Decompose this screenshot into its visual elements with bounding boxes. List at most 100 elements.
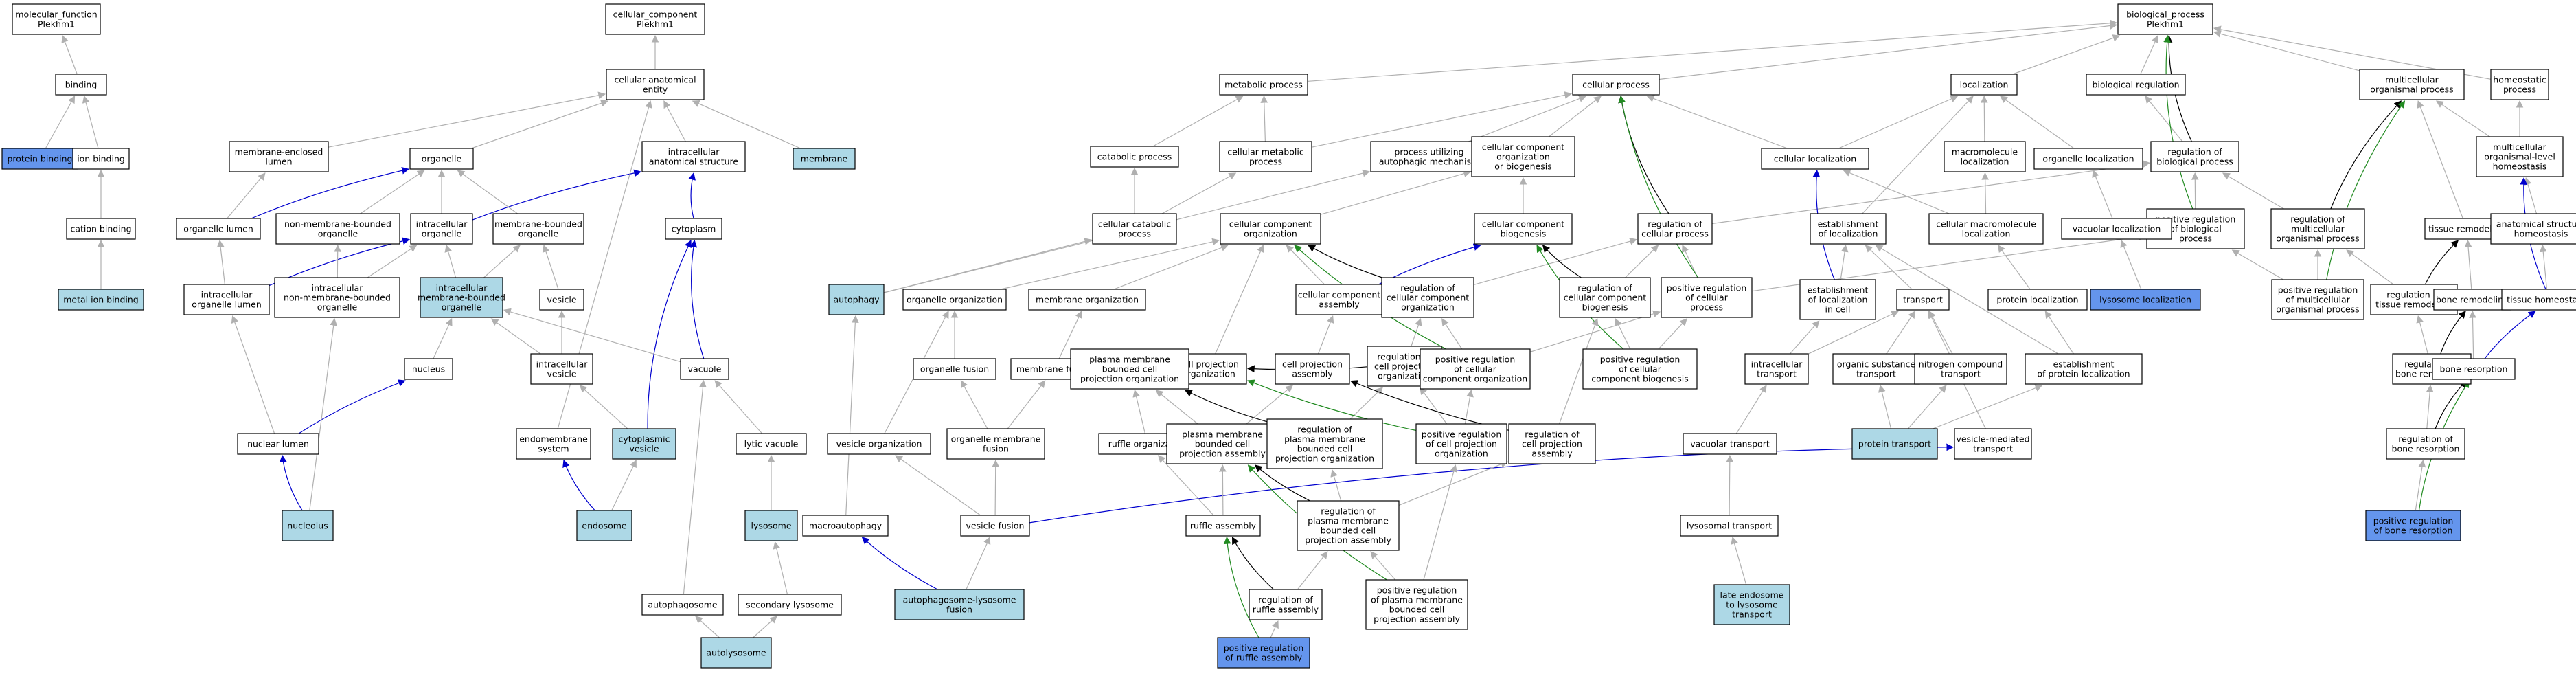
node-ionbind[interactable]: ion binding (72, 148, 130, 170)
node-organelle[interactable]: organelle (409, 148, 474, 170)
node-vesorg[interactable]: vesicle organization (827, 433, 931, 455)
node-cationbind[interactable]: cation binding (66, 218, 136, 240)
node-cellloc[interactable]: cellular localization (1761, 148, 1869, 170)
node-boneresorp[interactable]: bone resorption (2432, 358, 2516, 380)
node-lysosome[interactable]: lysosome (744, 510, 798, 541)
node-orgfusion[interactable]: organelle fusion (913, 358, 996, 380)
node-vacuole[interactable]: vacuole (680, 358, 729, 380)
node-protloc[interactable]: protein localization (1987, 289, 2088, 311)
node-boneremod[interactable]: bone remodeling (2433, 289, 2511, 311)
node-catproc[interactable]: catabolic process (1090, 146, 1179, 168)
node-endosome[interactable]: endosome (576, 510, 632, 541)
node-vesfusion[interactable]: vesicle fusion (960, 515, 1030, 537)
node-cellproc[interactable]: cellular process (1572, 74, 1660, 96)
node-ruffleasm[interactable]: ruffle assembly (1185, 515, 1261, 537)
node-tissuehomeo[interactable]: tissue homeostasis (2501, 289, 2576, 311)
node-metalbind[interactable]: metal ion binding (58, 289, 144, 311)
node-protbind[interactable]: protein binding (1, 148, 78, 170)
node-orglumen[interactable]: organelle lumen (176, 218, 261, 240)
node-lysotrans[interactable]: lysosomal transport (1680, 515, 1779, 537)
node-intnmbo[interactable]: intracellularnon-membrane-boundedorganel… (274, 277, 400, 318)
node-autophagy[interactable]: autophagy (828, 284, 885, 315)
node-memorg[interactable]: membrane organization (1028, 289, 1146, 311)
node-protransport[interactable]: protein transport (1851, 428, 1938, 460)
node-cytoplasm[interactable]: cytoplasm (665, 218, 722, 240)
node-vactransport[interactable]: vacuolar transport (1683, 433, 1777, 455)
node-seclysosome[interactable]: secondary lysosome (738, 594, 842, 616)
node-anatstruct[interactable]: anatomical structurehomeostasis (2490, 213, 2576, 245)
node-localization[interactable]: localization (1950, 74, 2018, 96)
node-autophagosome[interactable]: autophagosome (641, 594, 724, 616)
node-lysoloc[interactable]: lysosome localization (2090, 289, 2201, 311)
node-transport[interactable]: transport (1896, 289, 1950, 311)
node-nuclumen[interactable]: nuclear lumen (237, 433, 319, 455)
node-nucleus[interactable]: nucleus (404, 358, 453, 380)
node-orgloc[interactable]: organelle localization (2033, 148, 2143, 170)
node-nucleolus[interactable]: nucleolus (282, 510, 334, 541)
node-orgorg[interactable]: organelle organization (902, 289, 1007, 311)
node-bioreg[interactable]: biological regulation (2086, 74, 2186, 96)
node-vacloc[interactable]: vacuolar localization (2061, 218, 2172, 240)
node-metproc[interactable]: metabolic process (1219, 74, 1308, 96)
node-membrane[interactable]: membrane (793, 148, 856, 170)
node-lyticvac[interactable]: lytic vacuole (736, 433, 807, 455)
node-autolysosome[interactable]: autolysosome (700, 637, 772, 669)
node-binding[interactable]: binding (55, 74, 107, 96)
